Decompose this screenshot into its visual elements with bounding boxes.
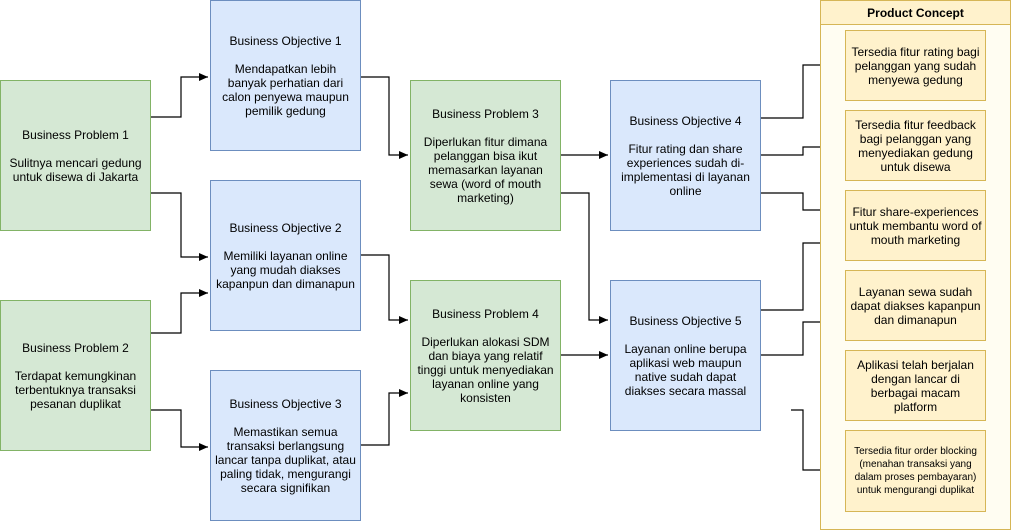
business-objective-3[interactable]: Business Objective 3 Memastikan semua tr…: [210, 370, 361, 521]
objective-title: Business Objective 5: [629, 313, 742, 328]
problem-text: Terdapat kemungkinan terbentuknya transa…: [14, 368, 137, 411]
objective-title: Business Objective 3: [229, 396, 342, 411]
objective-title: Business Objective 1: [229, 33, 342, 48]
product-concept-item-2[interactable]: Tersedia fitur feedback bagi pelanggan y…: [845, 110, 986, 181]
edge-bp3-bo5: [561, 192, 608, 324]
edge-bp2-bo3: [151, 409, 208, 451]
product-concept-item-6[interactable]: Tersedia fitur order blocking (menahan t…: [845, 430, 986, 512]
objective-text: Layanan online berupa aplikasi web maupu…: [624, 341, 747, 398]
problem-title: Business Problem 2: [22, 340, 129, 355]
problem-text: Diperlukan fitur dimana pelanggan bisa i…: [423, 134, 548, 205]
problem-title: Business Problem 1: [22, 127, 129, 142]
edge-bp1-bo2: [151, 192, 208, 261]
business-problem-1[interactable]: Business Problem 1 Sulitnya mencari gedu…: [0, 80, 151, 231]
edge-bp1-bo1: [151, 73, 208, 118]
product-concept-item-1[interactable]: Tersedia fitur rating bagi pelanggan yan…: [845, 30, 986, 101]
business-objective-2[interactable]: Business Objective 2 Memiliki layanan on…: [210, 180, 361, 331]
objective-text: Memastikan semua transaksi berlangsung l…: [215, 424, 356, 495]
objective-text: Memiliki layanan online yang mudah diaks…: [216, 248, 355, 291]
concept-text: Tersedia fitur order blocking (menahan t…: [854, 446, 977, 496]
concept-text: Tersedia fitur feedback bagi pelanggan y…: [855, 117, 976, 174]
problem-title: Business Problem 4: [432, 306, 539, 321]
product-concept-title: Product Concept: [820, 0, 1011, 25]
edge-bp2-bo2: [151, 289, 208, 334]
concept-text: Layanan sewa sudah dapat diakses kapanpu…: [850, 284, 981, 327]
product-concept-item-4[interactable]: Layanan sewa sudah dapat diakses kapanpu…: [845, 270, 986, 341]
objective-text: Fitur rating dan share experiences sudah…: [621, 141, 750, 198]
edge-bo1-bp3: [361, 76, 408, 159]
business-problem-2[interactable]: Business Problem 2 Terdapat kemungkinan …: [0, 300, 151, 451]
concept-text: Fitur share-experiences untuk membantu w…: [849, 204, 982, 247]
business-problem-3[interactable]: Business Problem 3 Diperlukan fitur dima…: [410, 80, 561, 231]
concept-text: Aplikasi telah berjalan dengan lancar di…: [857, 357, 974, 414]
objective-text: Mendapatkan lebih banyak perhatian dari …: [222, 61, 349, 118]
problem-title: Business Problem 3: [432, 106, 539, 121]
business-objective-5[interactable]: Business Objective 5 Layanan online beru…: [610, 280, 761, 431]
business-objective-1[interactable]: Business Objective 1 Mendapatkan lebih b…: [210, 0, 361, 151]
concept-text: Tersedia fitur rating bagi pelanggan yan…: [851, 44, 980, 87]
objective-title: Business Objective 4: [629, 113, 742, 128]
problem-text: Sulitnya mencari gedung untuk disewa di …: [9, 155, 142, 184]
problem-text: Diperlukan alokasi SDM dan biaya yang re…: [417, 334, 554, 405]
product-concept-item-5[interactable]: Aplikasi telah berjalan dengan lancar di…: [845, 350, 986, 421]
objective-title: Business Objective 2: [229, 220, 342, 235]
edge-bo2-bp4: [361, 254, 408, 324]
business-problem-4[interactable]: Business Problem 4 Diperlukan alokasi SD…: [410, 280, 561, 431]
product-concept-item-3[interactable]: Fitur share-experiences untuk membantu w…: [845, 190, 986, 261]
business-objective-4[interactable]: Business Objective 4 Fitur rating dan sh…: [610, 80, 761, 231]
edge-bo3-bp4: [361, 389, 408, 446]
